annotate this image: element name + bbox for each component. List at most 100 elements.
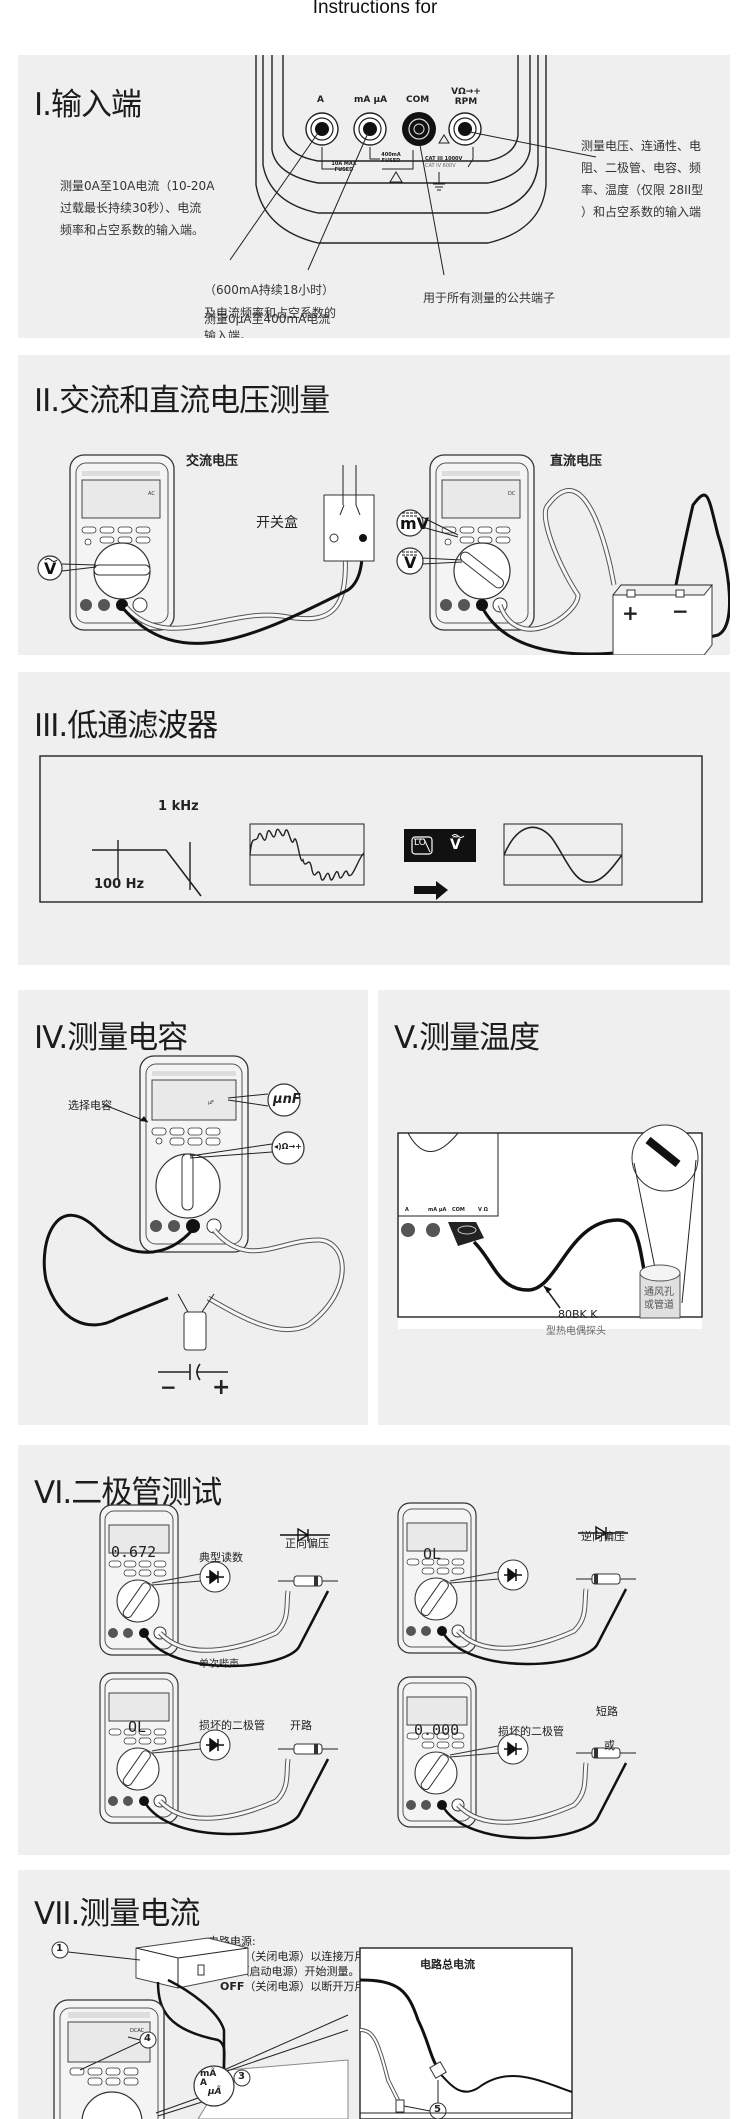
- temp-terminal-ma: mA μA: [428, 1207, 447, 1213]
- dial-pointer: [122, 1750, 151, 1787]
- ac-v-symbol: V: [44, 559, 57, 578]
- multimeter-ac: AC: [69, 454, 175, 631]
- probe-desc: 型热电偶探头: [546, 1326, 606, 1337]
- battery-plus: +: [622, 601, 639, 625]
- temp-terminal-v: V Ω: [478, 1207, 488, 1213]
- inset-title: 电路总电流: [420, 1958, 475, 1971]
- terminal-v: [448, 112, 482, 146]
- input-jack: [421, 1626, 431, 1636]
- lo-button-label: LO: [414, 838, 426, 848]
- diode-icon: [504, 1741, 522, 1757]
- multimeter-cap: μF: [139, 1055, 249, 1253]
- diode-band: [594, 1748, 598, 1758]
- input-jack: [123, 1628, 133, 1638]
- desc-ma-terminal: 测量0μA至400mA电流: [204, 312, 331, 326]
- v-ac-button-label: Ṽ: [450, 837, 461, 853]
- diode-meter-display: [406, 1522, 468, 1552]
- dc-voltage-illustration: DC mV V: [396, 454, 730, 655]
- diode-icon: [504, 1567, 522, 1583]
- terminal-panel-illustration: [229, 55, 597, 276]
- section-capacitance: IV.测量电容 选择电容 μF: [18, 990, 368, 1425]
- diode-component: [591, 1573, 621, 1585]
- test-lead-black: [142, 1590, 330, 1668]
- test-lead-black: [440, 1588, 628, 1666]
- diode-band: [594, 1574, 598, 1584]
- diode-case-2-bias: 逆向偏压: [581, 1530, 625, 1543]
- diode-case-4-display: 0.000: [414, 1721, 460, 1739]
- input-jack: [108, 1628, 118, 1638]
- callout-5: 5: [434, 2104, 441, 2115]
- diode-case-4-bias: 短路: [596, 1705, 618, 1718]
- terminal-label-com: COM: [406, 95, 430, 105]
- diode-icon: [206, 1737, 224, 1753]
- test-lead-red: [456, 1762, 589, 1825]
- switch-box-label: 开关盒: [256, 515, 298, 531]
- test-lead-red: [158, 1590, 291, 1653]
- desc-a-terminal: 测量0A至10A电流（10-20A 过载最长持续30秒）、电流 频率和占空系数的…: [60, 179, 215, 237]
- test-lead-black: [440, 1762, 628, 1840]
- input-jack: [406, 1800, 416, 1810]
- vent-label: 通风孔 或管道: [644, 1287, 674, 1311]
- svg-text:μF: μF: [208, 1100, 214, 1106]
- diode-case-1-bias: 正向偏压: [285, 1537, 329, 1550]
- diode-icon: [206, 1569, 224, 1585]
- diode-case-3-display: OL: [128, 1718, 147, 1736]
- cat-label-2: CAT IV 600V: [425, 163, 456, 169]
- diode-illustrations: [99, 1502, 636, 1840]
- section-title: II.交流和直流电压测量: [34, 383, 330, 419]
- fuse-label-ma: 400mA FUSED: [381, 152, 401, 164]
- terminal-ma: [353, 112, 387, 146]
- callout-1: 1: [56, 1943, 63, 1954]
- capacitance-bubble-unit: μnF: [273, 1092, 301, 1107]
- test-lead-red: [456, 1588, 589, 1651]
- section-input-terminals: I.输入端: [18, 55, 730, 338]
- diode-meter-display: [108, 1692, 170, 1722]
- test-lead-black: [142, 1758, 330, 1836]
- input-jack: [123, 1796, 133, 1806]
- section-temperature: V.测量温度 A mA μA COM V Ω 80BK K 型热电偶探头 通风孔…: [378, 990, 730, 1425]
- diode-schematic: [578, 1525, 628, 1541]
- dial-pointer: [420, 1580, 449, 1617]
- diode-case-4-caption: 损坏的二极管: [498, 1725, 564, 1738]
- temp-terminal-a: A: [405, 1207, 409, 1213]
- freq-low-label: 100 Hz: [94, 877, 145, 892]
- svg-text:DC: DC: [508, 491, 516, 497]
- section-voltage: II.交流和直流电压测量 交流电压 直流电压 开关盒 AC V: [18, 355, 730, 655]
- polarity-plus: +: [212, 1375, 231, 1400]
- dc-voltage-label: 直流电压: [550, 454, 603, 469]
- temp-terminal-com: COM: [452, 1207, 465, 1213]
- dc-v-symbol: V: [404, 553, 417, 572]
- svg-text:AC: AC: [148, 491, 155, 497]
- input-jack: [421, 1800, 431, 1810]
- section-title: I.输入端: [34, 87, 142, 123]
- test-lead-red: [158, 1758, 291, 1821]
- section-diode: VI.二极管测试 0.672 典型读数 正向偏压 单次哔声 OL 逆向偏压 OL…: [18, 1445, 730, 1855]
- ac-voltage-illustration: AC V: [37, 454, 375, 645]
- diode-meter-display: [108, 1524, 170, 1554]
- diode-case-2-display: OL: [423, 1545, 442, 1563]
- ac-voltage-label: 交流电压: [186, 454, 239, 469]
- diode-case-3-bias: 开路: [290, 1719, 312, 1732]
- section-current: VII.测量电流 电路电源: OFF（关闭电源）以连接万用表。 ON（启动电源）…: [18, 1870, 730, 2119]
- diode-band: [314, 1744, 318, 1754]
- section-title: V.测量温度: [394, 1020, 540, 1056]
- diode-case-3-caption: 损坏的二极管: [199, 1719, 265, 1732]
- terminal-com: [402, 112, 436, 146]
- document-title: Instructions for: [312, 0, 438, 18]
- terminal-a: [305, 112, 339, 146]
- desc-ma-terminal-cont: （600mA持续18小时） 及电流频率和占空系数的 输入端。: [204, 283, 337, 338]
- select-capacitance-label: 选择电容: [68, 1099, 112, 1112]
- cat-label: CAT III 1000V: [425, 156, 463, 162]
- dial-pointer: [420, 1754, 449, 1791]
- current-illustration: [51, 1937, 573, 2119]
- input-jack: [406, 1626, 416, 1636]
- desc-com-terminal: 用于所有测量的公共端子: [423, 291, 556, 305]
- multimeter-dc: DC: [429, 454, 535, 631]
- diode-case-1-display: 0.672: [111, 1543, 157, 1561]
- dial-pointer: [122, 1582, 151, 1619]
- lowpass-diagram: [39, 755, 703, 903]
- diode-band: [314, 1576, 318, 1586]
- section-title: IV.测量电容: [34, 1020, 188, 1056]
- diode-meter-display: [406, 1696, 468, 1726]
- callout-3: 3: [238, 2071, 245, 2082]
